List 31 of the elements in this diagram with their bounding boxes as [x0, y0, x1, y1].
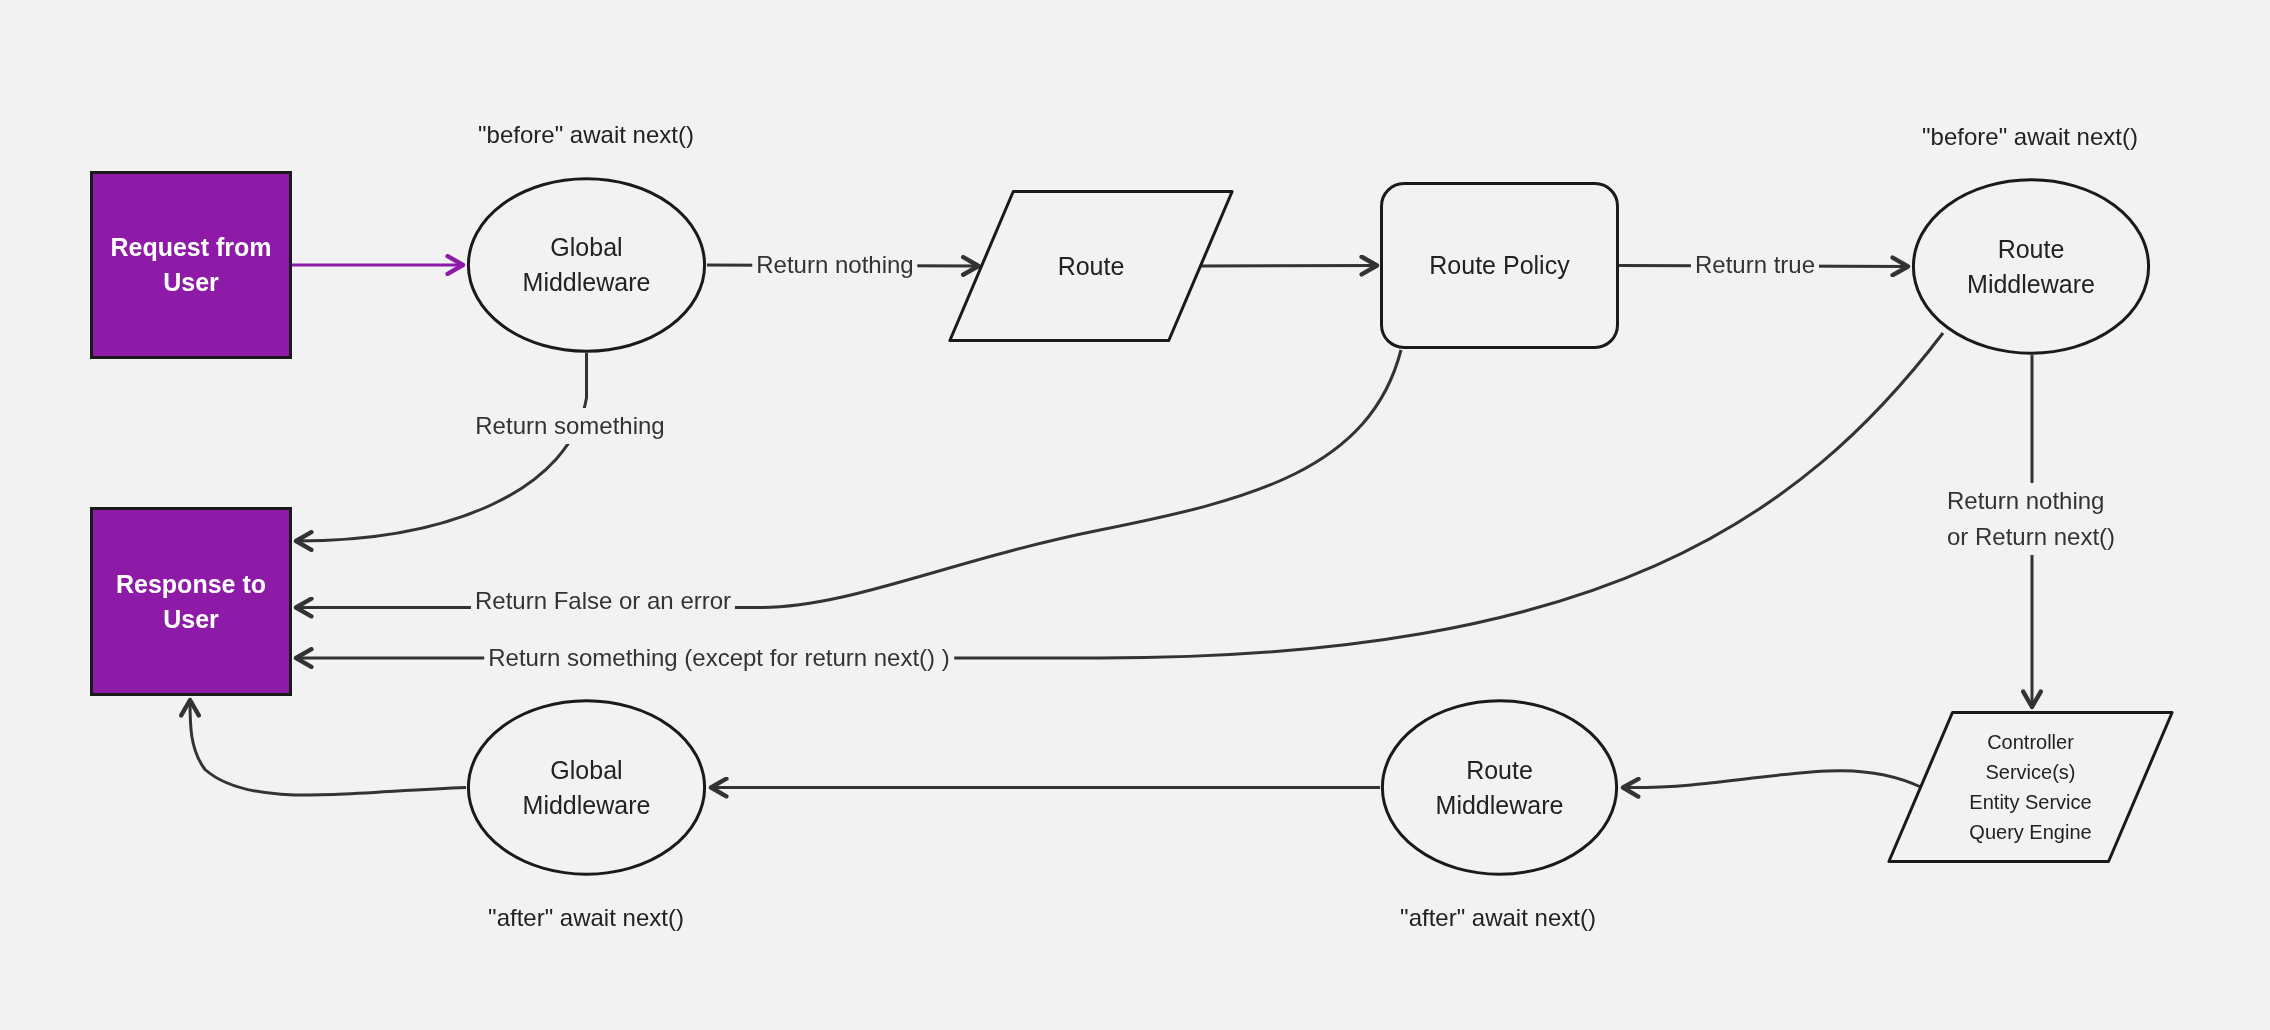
- node-label: Route: [1056, 250, 1126, 282]
- node-label: Response to User: [115, 568, 267, 635]
- arrow: [1200, 254, 1380, 277]
- node-label: Global Middleware: [521, 754, 652, 821]
- node-label: Query Engine: [1968, 820, 2093, 845]
- caption-text: "before" await next(): [478, 120, 694, 150]
- process-box: [90, 171, 292, 359]
- policy-box: [1380, 182, 1619, 349]
- controller-parallelogram: [1886, 711, 2175, 863]
- node-label: Route Policy: [1428, 250, 1571, 281]
- route-parallelogram: [947, 190, 1235, 342]
- process-ellipse: [1911, 178, 2151, 355]
- caption-text: "before" await next(): [1922, 122, 2138, 152]
- arrow: [293, 353, 588, 552]
- node-label: Controller: [1986, 730, 2075, 755]
- process-ellipse: [1380, 699, 1619, 876]
- arrow: [1620, 769, 1922, 799]
- node-label: Entity Service: [1968, 790, 2093, 815]
- process-ellipse: [466, 699, 707, 876]
- arrow: [708, 776, 1380, 799]
- node-label: Service(s): [1984, 760, 2077, 785]
- process-ellipse: [466, 177, 707, 353]
- node-label: Route Middleware: [1966, 233, 2096, 300]
- arrow: [292, 254, 466, 276]
- node-label: Request from User: [109, 232, 273, 298]
- caption-text: "after" await next(): [1400, 903, 1596, 933]
- arrow: [179, 697, 467, 797]
- caption-text: "after" await next(): [488, 903, 684, 933]
- node-label: Global Middleware: [521, 232, 652, 298]
- node-label: Route Middleware: [1434, 754, 1565, 821]
- process-box: [90, 507, 292, 696]
